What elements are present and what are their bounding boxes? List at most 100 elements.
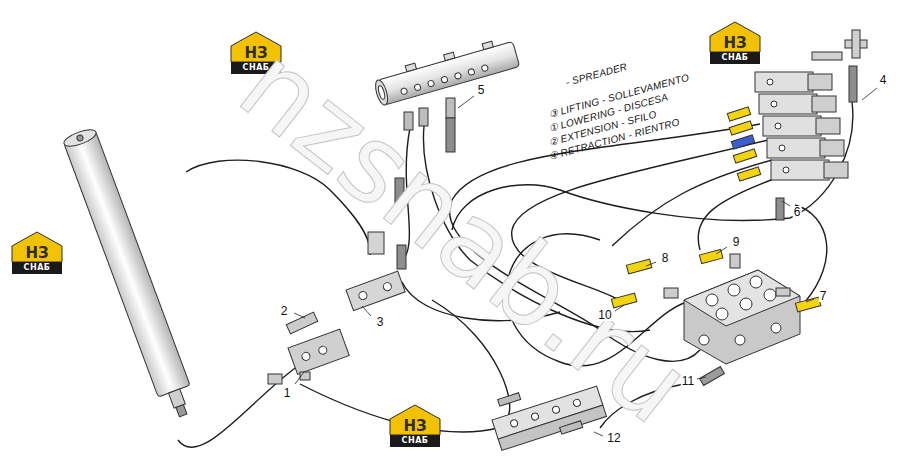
hose-fitting: [268, 374, 282, 384]
leader-lines: [697, 377, 706, 379]
spreader-manifold: [372, 36, 520, 107]
spreader-manifold: [414, 84, 421, 91]
logo: [390, 405, 440, 435]
hose-lines: [612, 160, 772, 246]
control-valve: [728, 284, 740, 296]
control-valve: [740, 298, 752, 310]
hydraulic-cylinder: [76, 134, 84, 142]
callout-number: 11: [681, 375, 695, 387]
logo: [12, 232, 62, 262]
logo-text: НЗ: [25, 246, 48, 261]
hose-fitting: [498, 393, 583, 434]
callout-number: 4: [879, 74, 888, 86]
valve-block: [358, 290, 368, 300]
hydraulic-cylinder: [176, 405, 187, 417]
leader-lines: [782, 201, 790, 206]
control-valve: [735, 335, 745, 345]
spreader-manifold: [454, 72, 461, 79]
callout-number: 9: [732, 236, 741, 248]
solenoid-valve-stack: [755, 72, 813, 92]
leader-lines: [806, 299, 814, 302]
hose-fitting: [731, 135, 754, 149]
hose-fitting: [626, 259, 652, 274]
hose-fitting: [795, 297, 821, 312]
leader-lines: [294, 313, 305, 318]
spreader-manifold: [377, 85, 386, 100]
valve-block: [382, 282, 392, 292]
solenoid-valve-stack: [771, 160, 829, 180]
note-text: - SPREADER: [565, 62, 629, 88]
spreader-manifold: [482, 41, 493, 50]
hydraulic-cylinder: [64, 132, 190, 397]
callout-number: 12: [606, 432, 621, 444]
control-valve: [664, 288, 678, 298]
hose-fitting: [729, 121, 752, 135]
distribution-block: [498, 405, 606, 450]
control-valve: [684, 270, 800, 326]
hose-lines: [178, 366, 298, 447]
solenoid-valve-stack: [824, 162, 848, 178]
hose-fitting: [498, 393, 521, 406]
solenoid-valve-stack: [763, 116, 821, 136]
hose-fitting: [286, 312, 317, 334]
callout-number: 6: [793, 206, 802, 218]
logo-text: СНАБ: [243, 64, 270, 72]
logo-text: СНАБ: [722, 54, 749, 62]
control-valve: [771, 323, 781, 333]
hose-fitting: [446, 118, 455, 152]
callout-number: 1: [283, 387, 292, 399]
hose-fitting: [737, 167, 760, 181]
distribution-block: [552, 405, 561, 414]
solenoid-valve-stack: [816, 118, 840, 134]
solenoid-valve-stack: [852, 30, 860, 58]
spreader-manifold: [378, 41, 520, 105]
valve-block: [301, 351, 311, 361]
valve-block: [318, 345, 328, 355]
logo-text: НЗ: [723, 36, 746, 51]
hose-fitting: [560, 421, 583, 434]
control-valve: [699, 335, 709, 345]
hose-fitting: [727, 107, 750, 121]
valve-block: [346, 271, 405, 310]
spreader-manifold: [441, 76, 448, 83]
logo-text: СНАБ: [24, 264, 51, 272]
distribution-block: [572, 399, 581, 408]
leader-lines: [458, 96, 474, 108]
logo-text: НЗ: [244, 46, 267, 61]
callout-number: 5: [477, 84, 486, 96]
hose-fitting: [446, 98, 455, 118]
callout-number: 3: [376, 316, 385, 328]
hose-fitting: [268, 312, 318, 384]
solenoid-valve-stack: [812, 52, 842, 60]
distribution-block: [510, 419, 519, 428]
callout-number: 2: [280, 305, 289, 317]
control-valve: [706, 294, 718, 306]
solenoid-valve-stack: [767, 138, 825, 158]
control-valve: [776, 288, 790, 296]
logo: [390, 435, 440, 447]
solenoid-valve-stack: [812, 96, 836, 112]
control-valve: [716, 308, 728, 320]
solenoid-valve-stack: [767, 79, 773, 85]
control-valve: [730, 254, 740, 268]
control-valve: [750, 276, 762, 288]
hose-fitting: [700, 367, 725, 386]
logo: [710, 52, 760, 64]
spreader-manifold: [468, 68, 475, 75]
solenoid-valve-stack: [775, 123, 781, 129]
leader-lines: [716, 247, 727, 254]
spreader-manifold: [400, 88, 407, 95]
solenoid-valve-stack: [820, 140, 844, 156]
logo-text: СНАБ: [402, 437, 429, 445]
solenoid-valve-stack: [755, 30, 867, 220]
solenoid-valve-stack: [779, 145, 785, 151]
spreader-manifold: [427, 80, 434, 87]
hose-fitting: [733, 149, 756, 163]
solenoid-valve-stack: [759, 94, 817, 114]
valve-block: [346, 271, 405, 310]
leader-lines: [362, 306, 371, 316]
spreader-manifold: [481, 64, 488, 71]
hydraulic-cylinder: [62, 126, 199, 421]
leader-lines: [646, 262, 656, 266]
solenoid-valve-stack: [849, 66, 857, 102]
